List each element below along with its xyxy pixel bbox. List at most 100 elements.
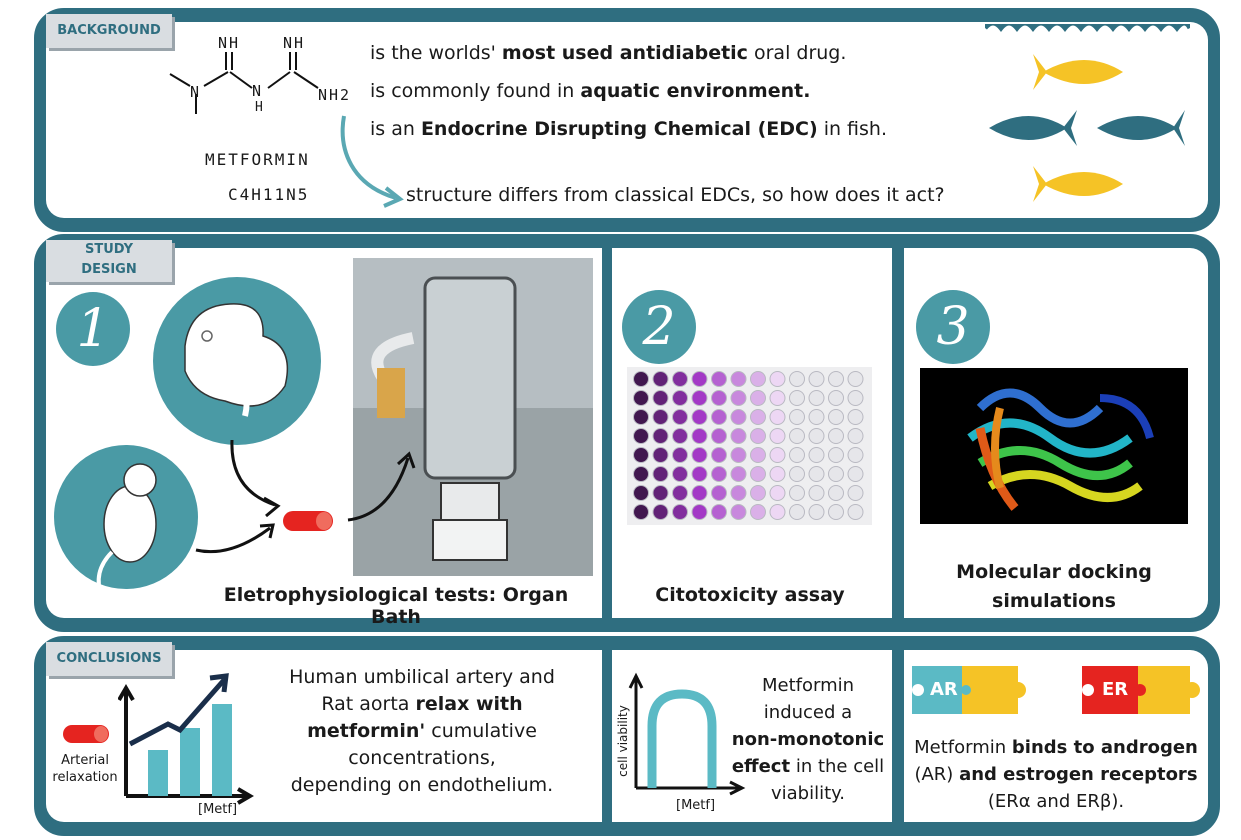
bar — [148, 750, 168, 796]
plate-well — [789, 447, 805, 463]
plate-well — [711, 485, 727, 501]
plate-well — [828, 428, 844, 444]
plate-well — [750, 428, 766, 444]
study-tag: STUDY DESIGN — [46, 240, 172, 282]
step-1-number: 1 — [56, 292, 130, 366]
organ-bath-photo — [353, 258, 593, 576]
plate-well — [691, 390, 708, 406]
c3-line: (ERα and ERβ). — [987, 791, 1125, 812]
fetus-illustration — [153, 277, 321, 445]
plate-well — [691, 504, 708, 520]
plate-well — [769, 504, 786, 520]
plate-well — [789, 390, 805, 406]
plate-well — [633, 447, 649, 463]
plate-well — [808, 485, 825, 501]
trend-arrow — [128, 678, 226, 747]
c3-text: Metformin binds to androgen (AR) and est… — [904, 734, 1208, 815]
plate-well — [691, 371, 708, 387]
caption-line: simulations — [992, 590, 1116, 612]
plate-well — [633, 485, 649, 501]
conclusion-panel-1 — [46, 650, 602, 822]
plate-well — [750, 466, 766, 482]
fish-group-icon — [985, 24, 1190, 202]
plate-well — [691, 428, 708, 444]
plate-well — [828, 390, 844, 406]
ar-label: AR — [930, 679, 958, 700]
c2-text-bold: non-monotonic — [731, 729, 885, 750]
plate-well — [828, 466, 844, 482]
c1-line: Human umbilical artery and — [289, 666, 555, 688]
plate-well — [847, 390, 864, 406]
plate-well — [652, 447, 669, 463]
plate-well — [789, 428, 805, 444]
c2-text: Metformin induced a non-monotonic effect… — [724, 672, 892, 807]
step-3-caption: Molecular docking simulations — [904, 558, 1204, 616]
c3-line: (AR) and estrogen receptors — [904, 761, 1208, 788]
androgen-receptor-puzzle-icon — [912, 666, 1026, 714]
c1-text-part: cumulative — [425, 720, 537, 742]
plate-well — [691, 485, 708, 501]
artery-segment-icon — [283, 511, 333, 531]
molecule-formula: C4H11N5 — [228, 185, 310, 204]
atom-nh2: NH2 — [318, 86, 352, 104]
atom-nh-2: NH — [283, 34, 306, 52]
plate-well — [847, 371, 864, 387]
step-1-caption: Eletrophysiological tests: Organ Bath — [223, 584, 569, 628]
line-text: in fish. — [817, 118, 888, 140]
bond — [203, 71, 229, 87]
atom-n-2: N — [252, 82, 264, 100]
c3-text-part: Metformin — [914, 737, 1012, 758]
line-text: is commonly found in — [370, 80, 581, 102]
fish-icon — [1097, 110, 1185, 146]
c2-y-label: cell viability — [616, 705, 630, 777]
plate-well — [691, 409, 708, 425]
relaxation-bar-chart — [118, 673, 254, 805]
fish-icon — [1033, 54, 1123, 90]
plate-well — [828, 485, 844, 501]
plate-well — [652, 371, 669, 387]
plate-well — [730, 428, 747, 444]
viability-curve-chart — [628, 672, 746, 796]
inverted-u-curve — [647, 689, 717, 788]
c2-line: non-monotonic — [724, 726, 892, 753]
plate-well — [672, 466, 688, 482]
line-bold: Endocrine Disrupting Chemical (EDC) — [420, 118, 818, 140]
conclusions-tag: CONCLUSIONS — [46, 642, 172, 676]
study-tag-line: DESIGN — [81, 262, 137, 277]
plate-well — [769, 371, 786, 387]
plate-well — [847, 428, 864, 444]
c2-line: viability. — [771, 783, 845, 804]
plate-well — [711, 504, 727, 520]
c1-line: depending on endothelium. — [290, 774, 554, 796]
c1-line: metformin' cumulative — [262, 718, 582, 745]
atom-nh-1: NH — [218, 34, 241, 52]
plate-well — [750, 371, 766, 387]
c2-x-label: [Metf] — [676, 798, 716, 813]
plate-well — [808, 428, 825, 444]
step-3-number: 3 — [916, 290, 990, 364]
plate-well — [828, 447, 844, 463]
atom-h: H — [255, 100, 265, 115]
plate-well — [847, 447, 864, 463]
c1-text-part: Rat aorta — [321, 693, 416, 715]
plate-well — [789, 466, 805, 482]
c1-text: Human umbilical artery and Rat aorta rel… — [262, 664, 582, 799]
molecule-name: METFORMIN — [205, 150, 310, 169]
artery-segment-icon — [63, 725, 109, 743]
c3-text-bold: and estrogen receptors — [959, 764, 1198, 785]
background-line-1: is the worlds' most used antidiabetic or… — [370, 42, 846, 64]
bond — [293, 71, 319, 89]
plate-well — [847, 504, 864, 520]
plate-well — [652, 409, 669, 425]
plate-well — [769, 447, 786, 463]
plate-well — [750, 504, 766, 520]
plate-well — [750, 390, 766, 406]
plate-well — [769, 409, 786, 425]
plate-well — [652, 466, 669, 482]
plate-well — [672, 409, 688, 425]
plate-well — [672, 371, 688, 387]
conclusions-tag-label: CONCLUSIONS — [56, 651, 162, 666]
curved-arrow-icon — [340, 115, 404, 208]
plate-well — [808, 371, 825, 387]
c2-text-part: in the cell — [790, 756, 885, 777]
